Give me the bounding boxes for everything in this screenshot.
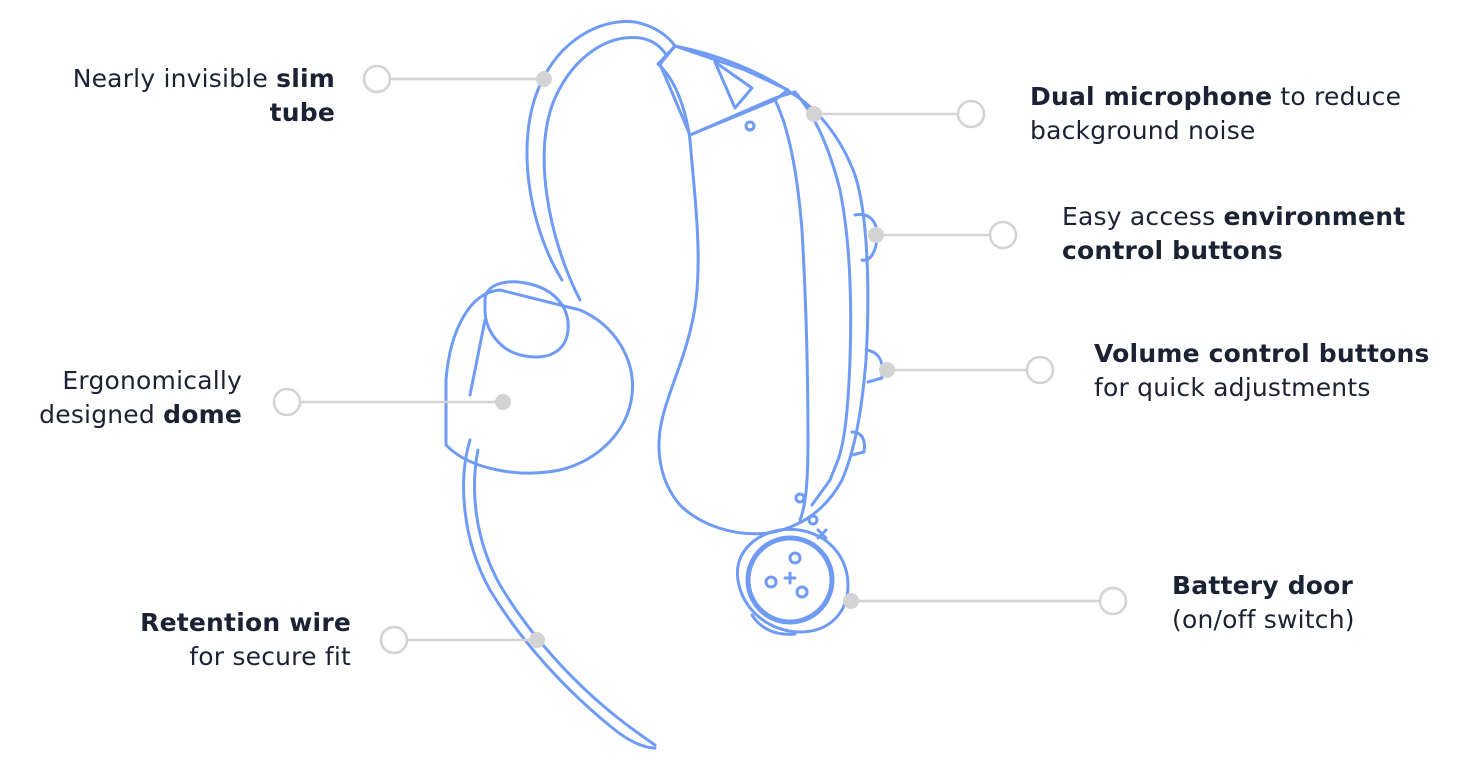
- dome-shape: [444, 288, 634, 475]
- dome-callout: Ergonomically designed dome: [39, 364, 242, 432]
- environment-buttons-bold-line2: control buttons: [1062, 236, 1283, 265]
- environment-end-ring: [988, 220, 1018, 250]
- slim-tube-callout: Nearly invisible slim tube: [73, 62, 335, 130]
- slim-tube-end-ring: [362, 64, 392, 94]
- dome-end-ring: [272, 387, 302, 417]
- slim-tube-text: Nearly invisible: [72, 64, 277, 93]
- battery-door-text: (on/off switch): [1172, 605, 1355, 634]
- volume-button-down: [850, 430, 866, 457]
- dome-anchor-dot: [495, 394, 511, 410]
- dual-microphone-text-line2: background noise: [1030, 116, 1256, 145]
- slim-tube-bold-line2: tube: [269, 98, 335, 127]
- slim-tube-inner: [542, 36, 669, 302]
- slim-tube-shape: [525, 20, 677, 282]
- dome-text: designed: [39, 400, 164, 429]
- dome-bold: dome: [163, 400, 242, 429]
- dual-microphone-bold: Dual microphone: [1030, 82, 1273, 111]
- volume-anchor-dot: [879, 362, 895, 378]
- retention-wire-callout: Retention wire for secure fit: [140, 606, 351, 674]
- spine-panel: [773, 98, 810, 522]
- battery-door-bold: Battery door: [1172, 571, 1354, 600]
- microphone-cover: [713, 60, 754, 110]
- volume-buttons-callout: Volume control buttons for quick adjustm…: [1094, 337, 1430, 405]
- battery-door-callout: Battery door (on/off switch): [1172, 569, 1355, 637]
- volume-end-ring: [1025, 355, 1055, 385]
- retention-wire-end-ring: [379, 625, 409, 655]
- spine-edge: [793, 90, 853, 507]
- battery-door-shape: [735, 527, 850, 634]
- volume-buttons-bold: Volume control buttons: [1094, 339, 1430, 368]
- battery-anchor-dot: [843, 593, 859, 609]
- dual-microphone-text: to reduce: [1272, 82, 1402, 111]
- environment-buttons-callout: Easy access environment control buttons: [1062, 200, 1405, 268]
- retention-wire-shape: [462, 438, 657, 750]
- volume-buttons-text: for quick adjustments: [1094, 373, 1371, 402]
- slim-tube-anchor-dot: [536, 71, 552, 87]
- dome-nozzle: [483, 280, 570, 359]
- dual-microphone-callout: Dual microphone to reduce background noi…: [1030, 80, 1401, 148]
- microphone-end-ring: [956, 99, 986, 129]
- retention-wire-bold: Retention wire: [140, 608, 351, 637]
- microphone-anchor-dot: [806, 106, 822, 122]
- dome-text-line1: Ergonomically: [62, 366, 242, 395]
- cap-seam: [688, 90, 797, 137]
- volume-button-up: [864, 348, 884, 384]
- retention-wire-anchor-dot: [529, 632, 545, 648]
- environment-anchor-dot: [868, 227, 884, 243]
- environment-buttons-text: Easy access: [1062, 202, 1224, 231]
- slim-tube-bold: slim: [276, 64, 335, 93]
- environment-buttons-bold: environment: [1223, 202, 1406, 231]
- battery-end-ring: [1098, 586, 1128, 616]
- retention-wire-text: for secure fit: [189, 642, 351, 671]
